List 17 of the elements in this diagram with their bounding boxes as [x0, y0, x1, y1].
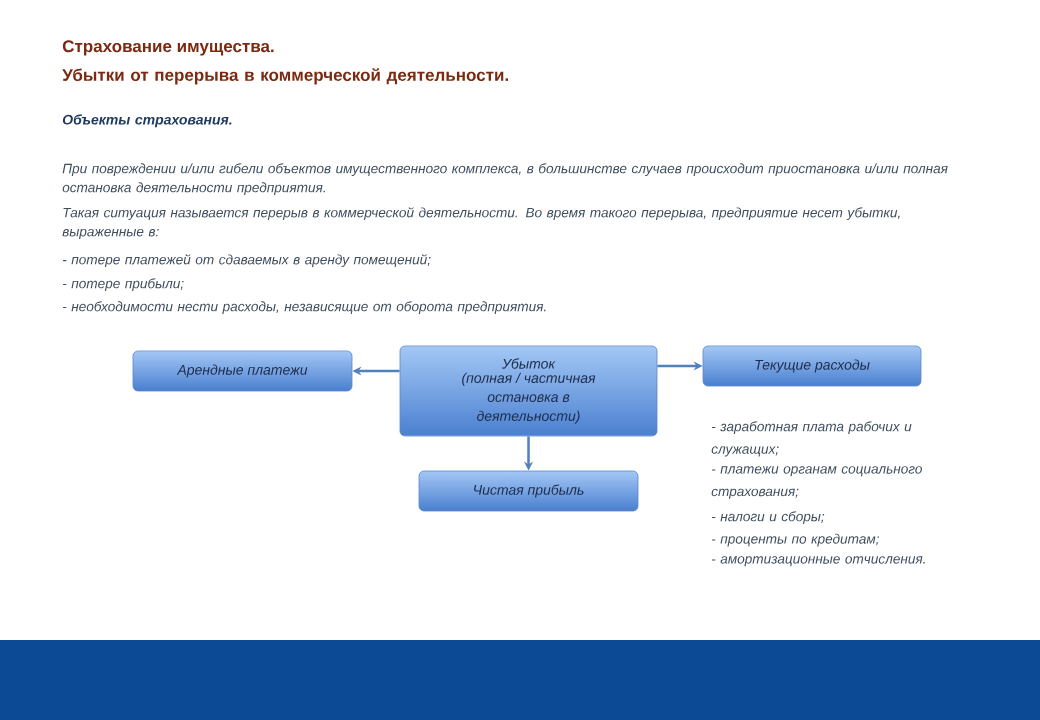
- paragraph: При повреждении и/или гибели объектов имущественного комплекса, в большинстве случаев происходит приостановка и/или полная остановка деятельности предприятия.: [62, 163, 948, 195]
- process-box: Текущие расходы: [702, 345, 922, 387]
- title: Страхование имущества.: [62, 40, 274, 56]
- list-item: - амортизационные отчисления.: [711, 556, 925, 567]
- section-heading: Объекты страхования.: [62, 114, 232, 128]
- list-item: - проценты по кредитам;: [711, 533, 879, 547]
- paragraph: - потере платежей от сдаваемых в аренду помещений;: [62, 254, 431, 268]
- process-box: Чистая прибыль: [418, 470, 639, 512]
- subtitle: Убытки от перерыва в коммерческой деятельности.: [62, 68, 508, 85]
- process-box: Арендные платежи: [132, 350, 353, 392]
- paragraph: - потере прибыли;: [62, 278, 184, 291]
- list-item: - платежи органам социального страхования;: [711, 466, 922, 499]
- list-item: - налоги и сборы;: [711, 511, 825, 524]
- paragraph: - необходимости нести расходы, независящие от оборота предприятия.: [62, 301, 546, 314]
- process-box: Убыток (полная / частичная остановка в деятельности): [399, 345, 658, 437]
- list-item: - заработная плата рабочих и служащих;: [711, 421, 912, 457]
- paragraph: Такая ситуация называется перерыв в коммерческой деятельности. Во время такого перерыва, предприятие несет убытки, выраженные в:: [62, 207, 900, 240]
